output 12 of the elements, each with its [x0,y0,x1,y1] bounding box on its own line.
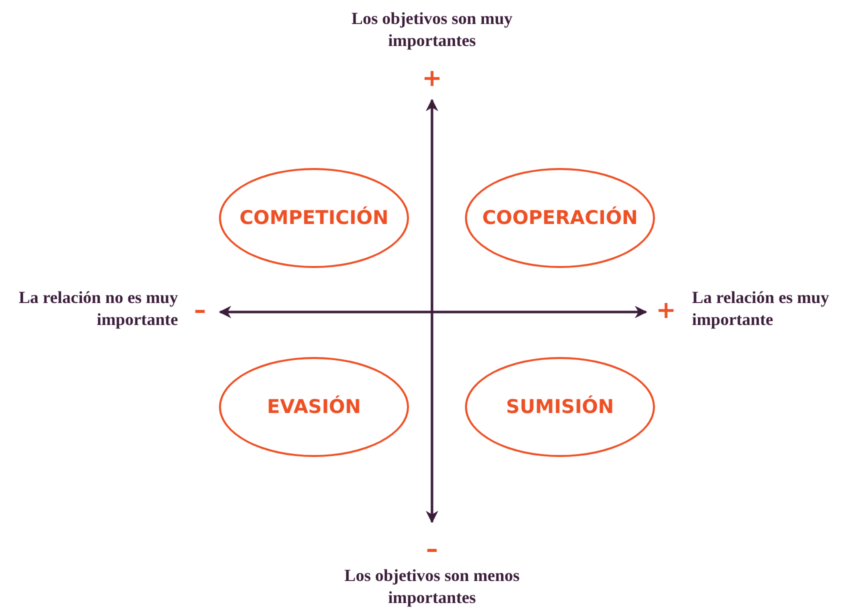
quadrant-name: SUMISIÓN [506,396,614,418]
quadrant-name: COMPETICIÓN [239,207,388,229]
minus-sign: – [425,537,439,561]
plus-sign: + [422,66,442,90]
axis-label: La relación no es muy importante [18,287,178,331]
quadrant-name: COOPERACIÓN [482,207,638,229]
axis-label: Los objetivos son menos importantes [343,565,521,609]
axis-label: La relación es muy importante [692,287,830,331]
minus-sign: – [193,298,207,322]
plus-sign: + [655,298,677,322]
quadrant-name: EVASIÓN [267,396,361,418]
axis-label: Los objetivos son muy importantes [350,8,514,52]
